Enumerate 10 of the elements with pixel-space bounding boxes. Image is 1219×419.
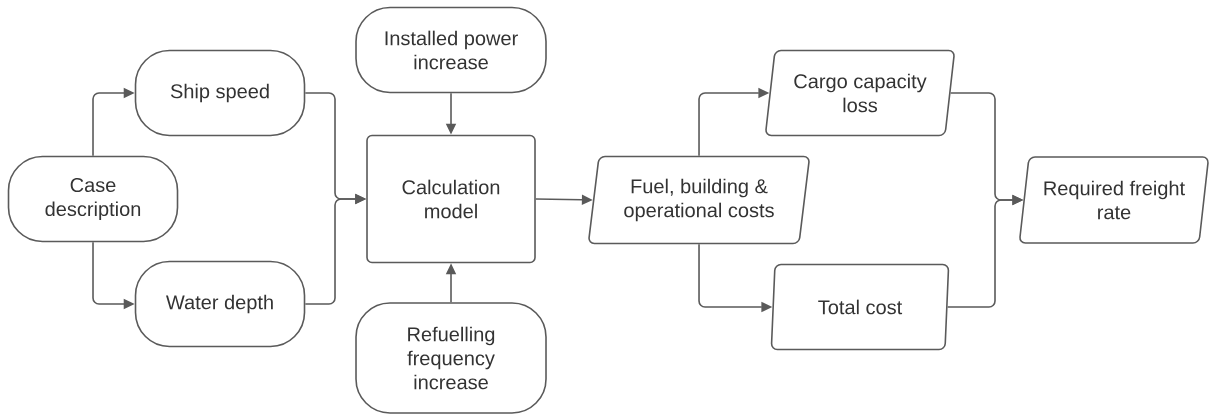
rounded-box: Refuelling frequency increase (355, 302, 547, 414)
process-box: Calculation model (366, 134, 536, 264)
rounded-box: Ship speed (134, 49, 306, 137)
data-parallelogram: Cargo capacity loss (765, 49, 955, 137)
rounded-box: Water depth (134, 260, 306, 348)
rounded-box: Installed power increase (355, 6, 547, 94)
rounded-box: Case description (7, 155, 179, 243)
data-parallelogram: Total cost (770, 263, 950, 351)
data-parallelogram: Fuel, building & operational costs (588, 155, 810, 245)
data-parallelogram: Required freight rate (1019, 156, 1209, 244)
